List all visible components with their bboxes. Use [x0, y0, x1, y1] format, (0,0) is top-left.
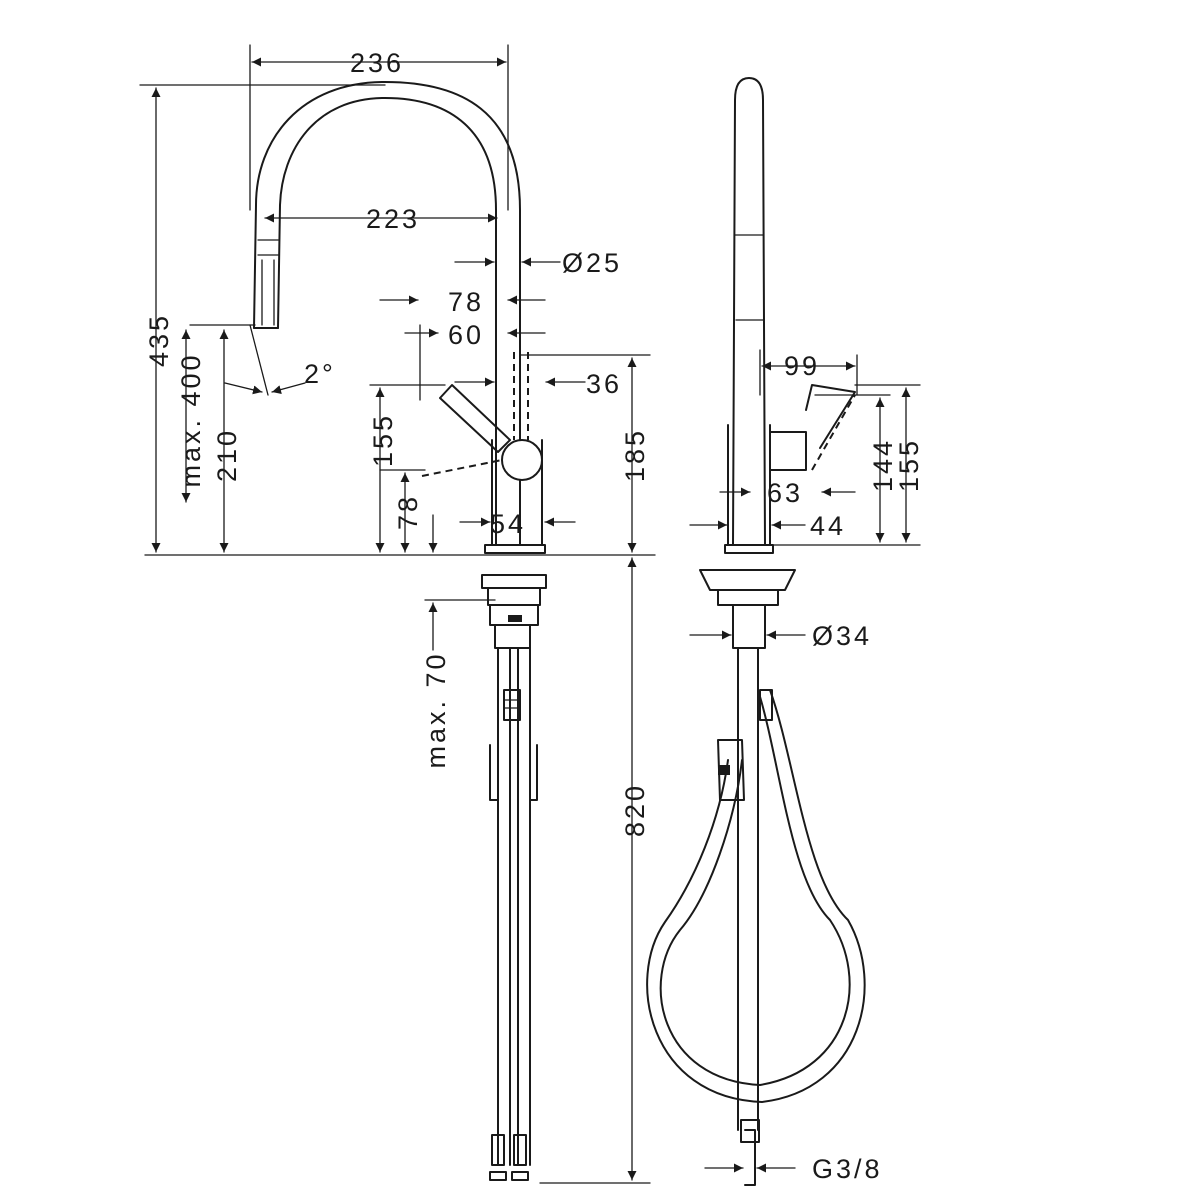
dim-max-70: max. 70: [421, 651, 451, 768]
dim-223: 223: [366, 204, 420, 234]
dim-99: 99: [784, 351, 820, 381]
dim-155-lever: 155: [368, 413, 398, 467]
dim-diameter-25: Ø25: [562, 248, 622, 278]
mounting: [481, 574, 547, 1181]
dim-236: 236: [350, 48, 404, 78]
hose-end-left: [491, 1134, 505, 1166]
side-hose-connector: [759, 689, 773, 721]
lever-alt-position: [421, 459, 503, 477]
dim-78-vertical: 78: [393, 494, 423, 530]
dim-210: 210: [212, 428, 242, 482]
body: [421, 384, 546, 554]
extension-lines: [139, 44, 651, 1184]
lever-hub: [501, 439, 543, 481]
dim-144: 144: [868, 438, 898, 492]
front-view: 236 223 Ø25 78 60 36 2° 435 max. 400 210…: [139, 44, 656, 1184]
dim-435: 435: [144, 313, 174, 367]
dim-820: 820: [620, 783, 650, 837]
dim-155-side: 155: [894, 438, 924, 492]
hose-end-right: [513, 1134, 527, 1166]
dim-185: 185: [620, 428, 650, 482]
side-mounting: [646, 544, 866, 1186]
dim-44: 44: [810, 511, 846, 541]
hidden-hose: [513, 352, 529, 440]
side-hose-end: [740, 1119, 760, 1143]
dim-diameter-34: Ø34: [812, 621, 872, 651]
dim-54: 54: [490, 509, 526, 539]
side-dimension-lines: [689, 361, 911, 1173]
side-view: 99 63 44 144 155 Ø34 G3/8: [646, 77, 924, 1186]
lever-handle: [439, 384, 511, 453]
hose-connector: [503, 689, 521, 721]
side-dimension-labels: 99 63 44 144 155 Ø34 G3/8: [767, 351, 924, 1184]
side-lever: [769, 384, 856, 471]
dim-63: 63: [767, 478, 803, 508]
dim-60: 60: [448, 320, 484, 350]
dim-36: 36: [586, 369, 622, 399]
side-spout: [727, 77, 771, 546]
hose-weight: [717, 739, 745, 801]
dim-78-horizontal: 78: [448, 287, 484, 317]
dim-thread-g38: G3/8: [812, 1154, 883, 1184]
side-extension-lines: [759, 349, 921, 546]
front-dimension-labels: 236 223 Ø25 78 60 36 2° 435 max. 400 210…: [144, 48, 650, 837]
dim-max-400: max. 400: [176, 352, 206, 487]
dimension-lines: [151, 57, 637, 1181]
dim-angle-2: 2°: [304, 359, 336, 389]
